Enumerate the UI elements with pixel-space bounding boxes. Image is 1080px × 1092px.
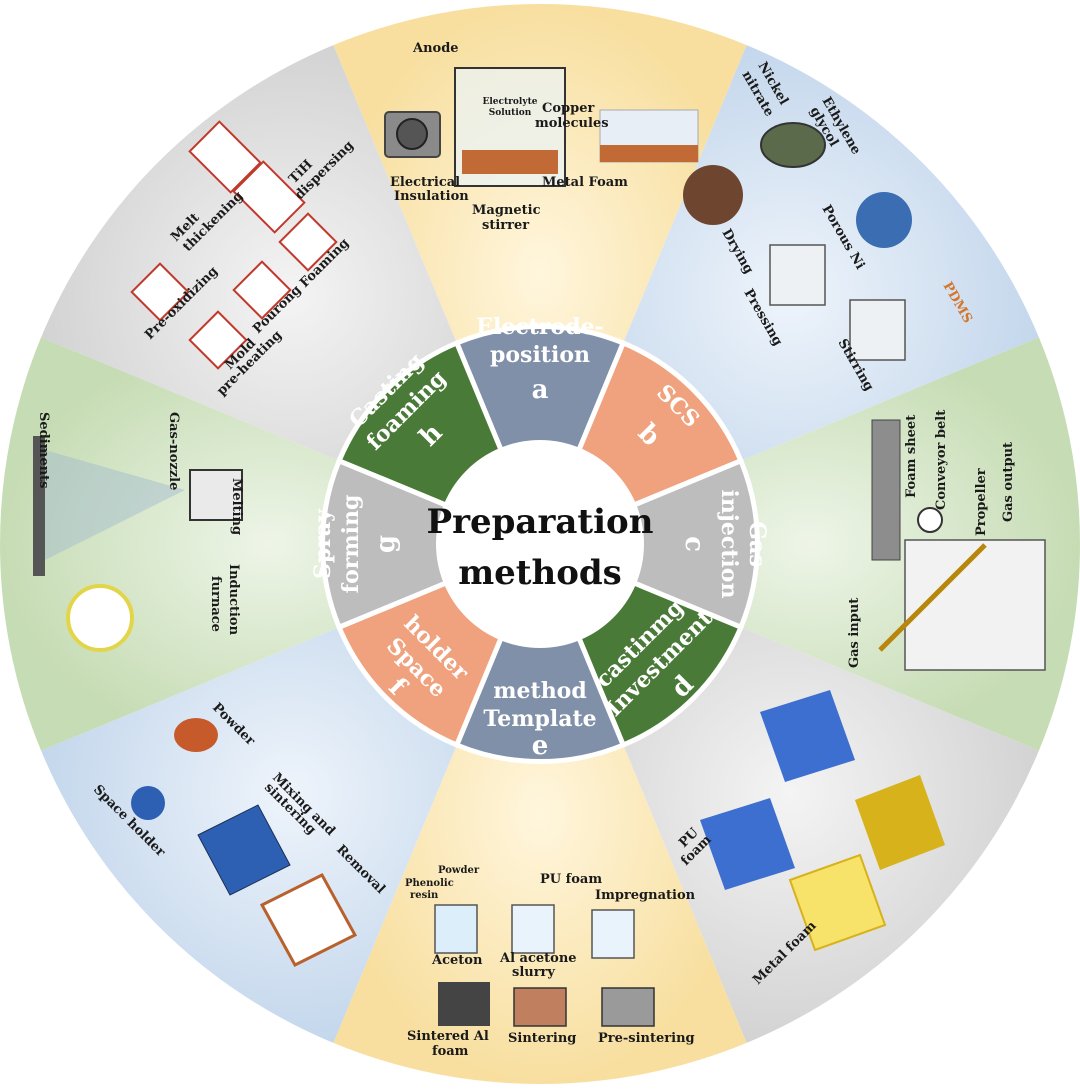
propeller-shaft-icon (878, 543, 987, 652)
mold-4-icon (278, 212, 338, 272)
label-sintered-1: Sintered Al (407, 1029, 489, 1044)
label-conveyor: Conveyor belt (934, 410, 949, 510)
label-electrical: Electrical (390, 175, 460, 190)
outer-sector-spray (0, 337, 541, 751)
segment-a-label: Electrode- position a (476, 314, 603, 405)
foam-panel-bottom (788, 853, 887, 952)
label-solution: Solution (489, 108, 532, 118)
segment-a-line2: position (490, 342, 590, 368)
segment-a-line1: Electrode- (476, 314, 603, 340)
label-impregnation: Impregnation (595, 888, 696, 903)
illustration-gas-injection: Foam sheet Conveyor belt Propeller Gas o… (847, 410, 1046, 671)
removed-panel-icon (259, 873, 358, 967)
segment-g-line2: forming (338, 495, 364, 594)
label-gas-output: Gas output (1001, 442, 1016, 522)
segment-a-letter: a (532, 375, 549, 405)
dish-icon (760, 122, 826, 168)
space-holder-beads-icon (131, 786, 165, 820)
segment-g-line1: Spray (310, 508, 336, 579)
center-title-line2: methods (458, 553, 622, 593)
segment-c-label: Gas injection c (679, 490, 770, 599)
metal-foam-deposit (462, 150, 558, 174)
label-electrolyte: Electrolyte (483, 97, 538, 107)
center-title-line1: Preparation (427, 502, 654, 542)
label-sintered-2: foam (432, 1044, 469, 1059)
label-stirrer: stirrer (482, 218, 529, 233)
copper-bath-bottom (600, 145, 698, 162)
label-sediments: Sediments (36, 412, 51, 489)
crucible-1-icon (188, 120, 262, 194)
label-anode: Anode (412, 41, 459, 56)
sintered-foam-icon (438, 982, 490, 1026)
pressing-box-icon (769, 244, 826, 306)
magnifier-icon (66, 584, 134, 652)
sintering-box-icon (513, 987, 567, 1027)
label-metal-foam-top: Metal Foam (542, 175, 628, 190)
label-aceton: Aceton (431, 953, 483, 968)
segment-e-line2: method (493, 678, 587, 704)
label-phenolic-2: resin (410, 890, 439, 901)
illustration-space-holder: Powder Mixing and sintering Space holder… (90, 700, 388, 967)
mold-1-icon (130, 262, 190, 322)
label-presintering: Pre-sintering (598, 1031, 695, 1046)
dried-foam-icon (683, 165, 743, 225)
label-gas-nozzle: Gas-nozzle (166, 412, 181, 490)
foam-panel-top (760, 690, 855, 782)
label-phenolic-1: Phenolic (405, 878, 454, 889)
fan-icon (396, 118, 428, 150)
label-melting: Melting (229, 478, 244, 535)
crucible-2-icon (232, 160, 306, 234)
label-gas-input: Gas input (847, 598, 862, 668)
presintering-box-icon (601, 987, 655, 1027)
illustration-spray: Sediments Gas-nozzle Melting Induction f… (33, 412, 244, 652)
segment-c-line1: Gas (744, 521, 770, 566)
conveyor-roller-icon (917, 507, 943, 533)
mixed-panel-icon (197, 804, 291, 896)
illustration-template: Powder Phenolic resin PU foam Impregnati… (405, 865, 696, 1059)
foam-sheet-icon (871, 419, 901, 561)
mold-2-icon (188, 310, 248, 370)
porous-ni-icon (856, 192, 912, 248)
segment-g-letter: g (371, 535, 401, 553)
beaker-slurry-icon (511, 904, 555, 954)
segment-e-label: e Template method (483, 678, 596, 761)
label-insulation: Insulation (394, 189, 469, 204)
segment-e-letter: e (532, 731, 549, 761)
label-slurry-2: slurry (512, 965, 555, 980)
illustration-electrodeposition: Anode Electrolyte Solution Copper molecu… (384, 41, 699, 233)
label-foam-sheet: Foam sheet (904, 415, 919, 498)
label-propeller: Propeller (974, 468, 989, 536)
label-induction-2: furnace (208, 576, 223, 632)
label-copper-1: Copper (542, 101, 594, 116)
label-powder-template: Powder (438, 865, 480, 876)
segment-e-line1: Template (483, 706, 596, 732)
label-copper-2: molecules (535, 116, 609, 131)
label-pu-foam-template: PU foam (540, 872, 602, 887)
center-circle (436, 440, 644, 648)
segment-c-line2: injection (716, 490, 742, 599)
substrate-icon (33, 436, 45, 576)
foam-panel-right (855, 775, 945, 870)
beaker-aceton-icon (434, 904, 478, 954)
induction-furnace-icon (189, 469, 243, 521)
illustration-investment: PU foam Metal foam (676, 690, 945, 988)
mold-3-icon (232, 260, 292, 320)
label-slurry-1: Al acetone (499, 951, 577, 966)
segment-g-label: Spray forming g (310, 495, 401, 594)
label-sintering: Sintering (508, 1031, 576, 1046)
stirring-box-icon (849, 299, 906, 361)
melt-tank-icon (904, 539, 1046, 671)
spray-cone-icon (45, 450, 185, 560)
beaker-impregnation-icon (591, 909, 635, 959)
powder-rock-icon (174, 718, 218, 752)
label-magnetic: Magnetic (472, 203, 541, 218)
label-induction-1: Induction (226, 564, 241, 636)
foam-panel-left (700, 798, 795, 890)
segment-c-letter: c (679, 536, 709, 552)
